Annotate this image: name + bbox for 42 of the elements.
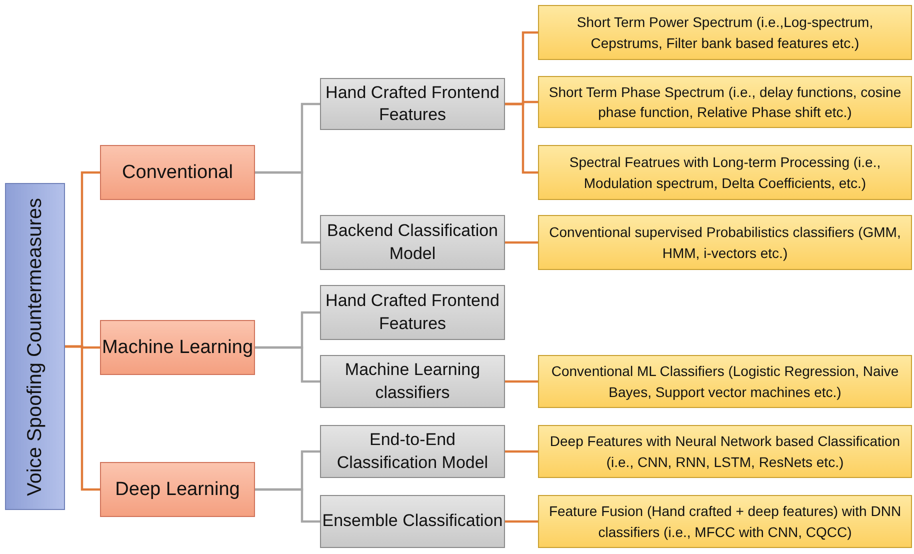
connector-line xyxy=(65,345,100,491)
detail-box xyxy=(538,495,912,548)
node-label: End-to-End Classification Model xyxy=(336,429,490,474)
connector-line xyxy=(255,346,320,383)
node-label: Spectral Featrues with Long-term Processing (i.e., Modulation spectrum, Delta Coefficients, etc.) xyxy=(568,153,882,193)
node-label: Backend Classification Model xyxy=(326,220,500,264)
node-label: Voice Spoofing Countermeasures xyxy=(23,198,47,496)
category-box xyxy=(100,462,255,517)
node-label: Conventional xyxy=(122,162,233,184)
node-label: Feature Fusion (Hand crafted + deep features) with DNN classifiers (i.e., MFCC with CNN, CQCC) xyxy=(548,502,902,542)
connector-line xyxy=(505,241,538,244)
node-label: Deep Features with Neural Network based Classification (i.e., CNN, RNN, LSTM, ResNets etc.) xyxy=(548,432,902,472)
connector-line xyxy=(505,520,538,523)
node-label: Hand Crafted Frontend Features xyxy=(324,82,500,126)
node-label: Short Term Power Spectrum (i.e.,Log-spectrum, Cepstrums, Filter bank based features etc.) xyxy=(576,13,874,53)
node-label: Hand Crafted Frontend Features xyxy=(324,290,500,334)
connector-line xyxy=(505,102,538,174)
detail-box xyxy=(538,355,912,408)
node-label: Short Term Phase Spectrum (i.e., delay functions, cosine phase function, Relative Phase shift etc.) xyxy=(548,82,902,122)
node-label: Conventional supervised Probabilistics classifiers (GMM, HMM, i-vectors etc.) xyxy=(548,223,902,263)
connector-line xyxy=(505,450,538,453)
node-label: Machine Learning classifiers xyxy=(344,359,482,404)
detail-box xyxy=(538,215,912,270)
component-box xyxy=(320,425,505,478)
node-label: Machine Learning xyxy=(102,336,254,358)
root-box xyxy=(5,183,65,510)
category-box xyxy=(100,320,255,375)
component-box xyxy=(320,215,505,270)
detail-box xyxy=(538,76,912,128)
connector-line xyxy=(255,171,320,244)
node-label: Ensemble Classification xyxy=(322,510,503,532)
node-label: Deep Learning xyxy=(115,478,240,500)
category-box xyxy=(100,145,255,200)
connector-line xyxy=(255,488,320,523)
detail-box xyxy=(538,425,912,478)
component-box xyxy=(320,285,505,340)
connector-line xyxy=(505,380,538,383)
component-box xyxy=(320,355,505,408)
detail-box xyxy=(538,145,912,200)
component-box xyxy=(320,495,505,548)
node-label: Conventional ML Classifiers (Logistic Regression, Naive Bayes, Support vector machines etc.) xyxy=(550,362,900,402)
detail-box xyxy=(538,5,912,60)
